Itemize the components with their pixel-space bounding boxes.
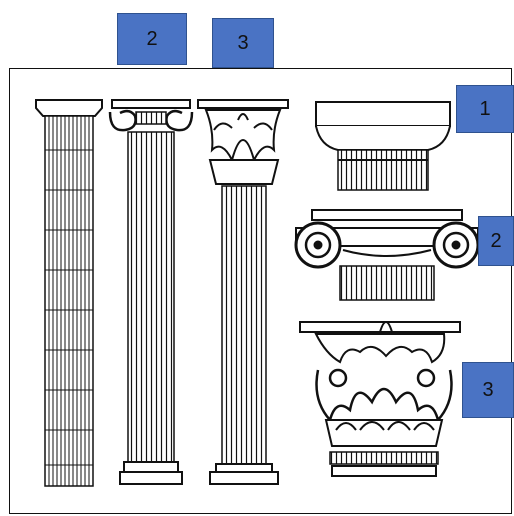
ionic-capital-detail bbox=[294, 209, 480, 301]
top-label-corinthian: 3 bbox=[212, 18, 274, 68]
top-label-ionic: 2 bbox=[117, 13, 187, 65]
side-label-doric: 1 bbox=[456, 85, 514, 133]
side-label-corinthian: 3 bbox=[462, 362, 514, 418]
corinthian-capital-detail bbox=[299, 321, 461, 477]
doric-capital-detail bbox=[315, 101, 451, 191]
doric-column bbox=[35, 99, 103, 487]
ionic-column bbox=[108, 99, 194, 485]
side-label-ionic: 2 bbox=[478, 216, 514, 266]
corinthian-column bbox=[197, 99, 289, 485]
